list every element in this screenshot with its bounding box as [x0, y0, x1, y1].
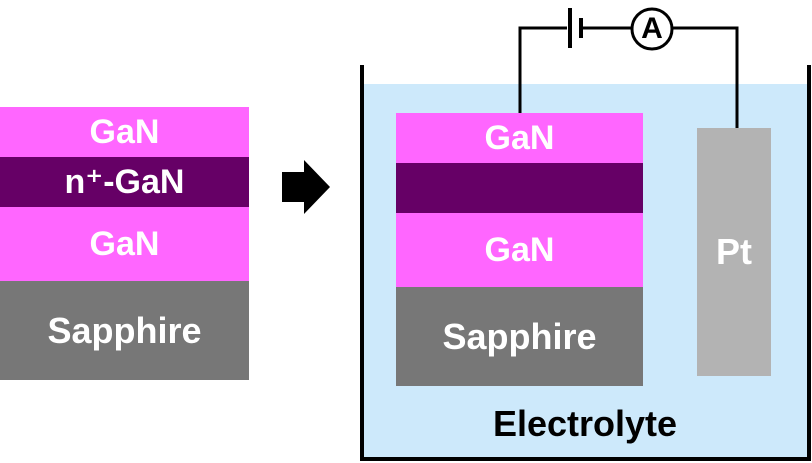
battery-icon: [568, 8, 583, 48]
pore: [558, 169, 575, 207]
pore: [529, 169, 545, 207]
pore: [617, 169, 634, 207]
beaker-outline: [360, 65, 811, 461]
pore: [411, 169, 427, 207]
pore: [588, 169, 604, 207]
circuit-wire-left: [518, 26, 567, 113]
pore: [470, 169, 486, 207]
electrolyte-label: Electrolyte: [492, 403, 678, 444]
pore: [440, 169, 457, 207]
ammeter-symbol: A: [641, 12, 663, 45]
ammeter-icon: [630, 7, 674, 51]
right-arrow-icon: [282, 160, 330, 214]
electrolyte-bath: [362, 84, 809, 458]
circuit-wire-right: [673, 26, 739, 128]
pore: [499, 169, 516, 207]
